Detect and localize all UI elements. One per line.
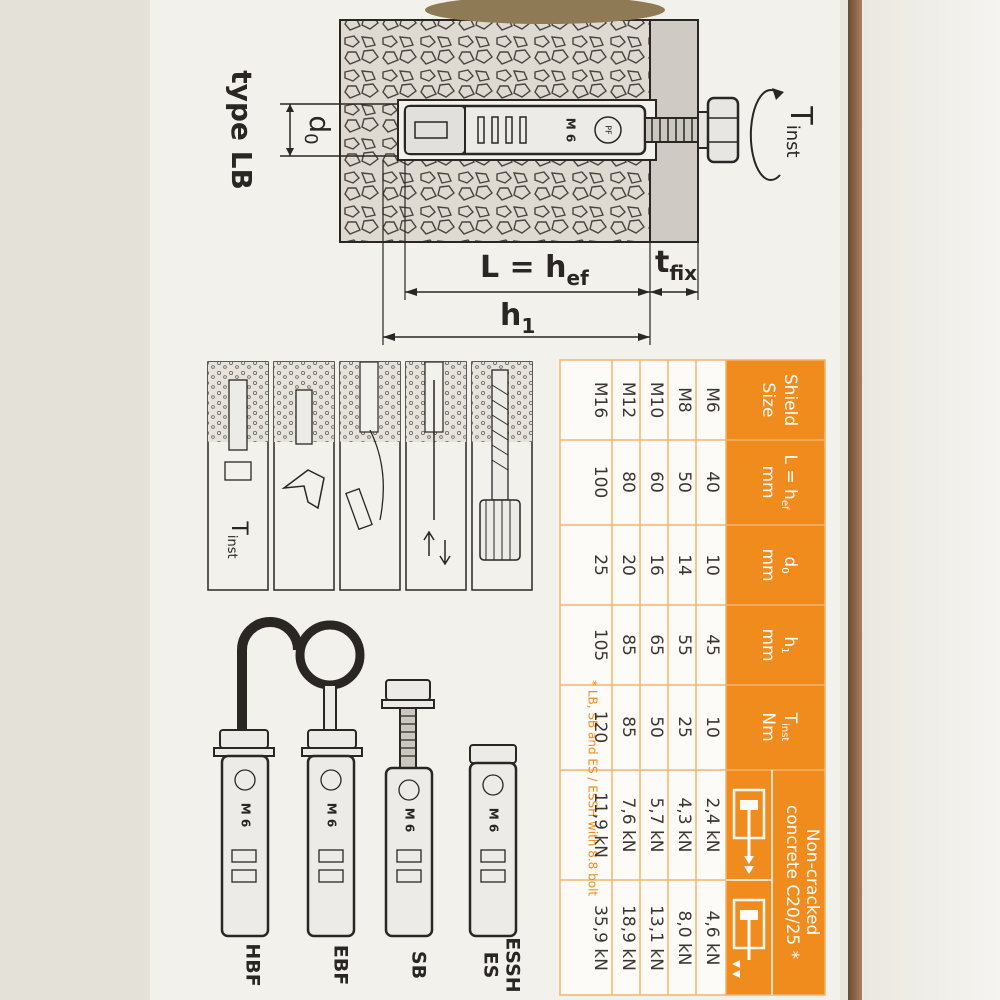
anchor-body: PF M 6 [403,104,647,156]
variant-hbf-code: HBF [242,943,264,986]
variant-es-code: ES [480,952,502,979]
spec-table: * LB, SB and ES / ESSH with 8.8 bolt Shi… [559,359,826,996]
nut [706,96,740,164]
table-rows: M6 40 10 45 10 2,4 kN 4,6 kN M8 50 14 55 25 4,3 kN 8,… [590,382,722,971]
table-cell-shear: 18,9 kN [618,905,638,971]
table-cell-h1: 85 [618,634,638,656]
table-cell-d0: 25 [590,554,610,576]
header-tinst-unit: Nm [758,712,778,741]
variant-sb-mark: M 6 [403,808,417,832]
blow-pump-icon [345,487,373,531]
table-cell-h1: 65 [646,634,666,656]
anchor-logo-text: PF [604,125,613,135]
table-cell-tension: 2,4 kN [702,797,722,852]
table-cell-embed: 80 [618,471,638,493]
table-cell-tension: 11,9 kN [590,792,610,858]
tension-load-icon [732,788,766,874]
installation-steps: Tinst [207,361,533,591]
table-cell-tinst: 25 [674,716,694,738]
header-size-line1: Shield [780,374,800,426]
type-label: type LB [225,70,258,190]
table-cell-tinst: 120 [590,711,610,743]
variant-essh-code: ESSH [502,937,524,992]
variant-hbf-mark: M 6 [239,803,253,827]
table-cell-size: M10 [646,382,666,418]
shear-load-icon [732,898,766,978]
table-cell-size: M6 [702,387,722,412]
d0-label: d0 [300,115,336,144]
table-cell-size: M16 [590,382,610,418]
header-h1-unit: mm [758,628,778,661]
header-embed-unit: mm [758,465,778,498]
table-cell-h1: 105 [590,629,610,661]
hammer-icon [281,469,325,510]
logo-mark [594,116,622,144]
variant-sb-code: SB [408,951,430,979]
variant-sb: M 6 SB [381,679,435,979]
header-tinst: Tinst [779,712,800,742]
step-torque-label: Tinst [225,520,252,558]
table-cell-embed: 40 [702,471,722,493]
table-cell-size: M8 [674,387,694,412]
header-d0: d0 [779,556,800,573]
table-footnote: * LB, SB and ES / ESSH with 8.8 bolt [586,680,600,896]
table-cell-shear: 8,0 kN [674,910,694,965]
table-cell-tinst: 85 [618,716,638,738]
table-cell-tension: 7,6 kN [618,797,638,852]
table-cell-h1: 55 [674,634,694,656]
table-cell-embed: 60 [646,471,666,493]
table-cell-shear: 13,1 kN [646,905,666,971]
table-cell-shear: 4,6 kN [702,910,722,965]
variant-ebf-mark: M 6 [325,803,339,827]
table-cell-tension: 4,3 kN [674,797,694,852]
variant-es-mark: M 6 [487,808,501,832]
table-cell-d0: 16 [646,554,666,576]
table-cell-tinst: 50 [646,716,666,738]
up-down-arrow-icon [423,530,451,566]
variants: M 6 HBF M 6 EBF M 6 [213,617,524,993]
table-cell-d0: 10 [702,554,722,576]
table-cell-tinst: 10 [702,716,722,738]
h1-label: h1 [500,298,535,338]
background-right [840,0,1000,1000]
table-cell-d0: 20 [618,554,638,576]
table-cell-embed: 100 [590,466,610,498]
table-cell-d0: 14 [674,554,694,576]
top-object [425,0,665,24]
anchor-diagram: PF M 6 Tinst d0 type LB [225,0,819,345]
variant-ebf-code: EBF [330,945,352,985]
header-size-line2: Size [758,383,778,418]
variant-hbf: M 6 HBF [213,617,303,987]
package-edge [848,0,862,1000]
variant-es: M 6 ES ESSH [468,744,524,993]
table-cell-tension: 5,7 kN [646,797,666,852]
background-left [0,0,150,1000]
table-cell-embed: 50 [674,471,694,493]
torque-label: Tinst [782,105,819,157]
bolt [644,96,740,164]
tfix-label: tfix [655,245,697,285]
header-load-line1: Non-cracked [802,829,822,936]
table-header [726,360,825,995]
header-h1: h1 [779,636,800,653]
header-d0-unit: mm [758,548,778,581]
embedment-label: L = hef [480,250,589,290]
variant-ebf: M 6 EBF [295,620,365,985]
table-cell-size: M12 [618,382,638,418]
torque-arrow [749,88,784,181]
table-grid [559,359,826,996]
anchor-size-mark: M 6 [564,118,578,142]
header-load-line2: concrete C20/25 * [782,805,802,959]
table-cell-h1: 45 [702,634,722,656]
table-cell-shear: 35,9 kN [590,905,610,971]
header-embed: L = hef [779,455,800,510]
